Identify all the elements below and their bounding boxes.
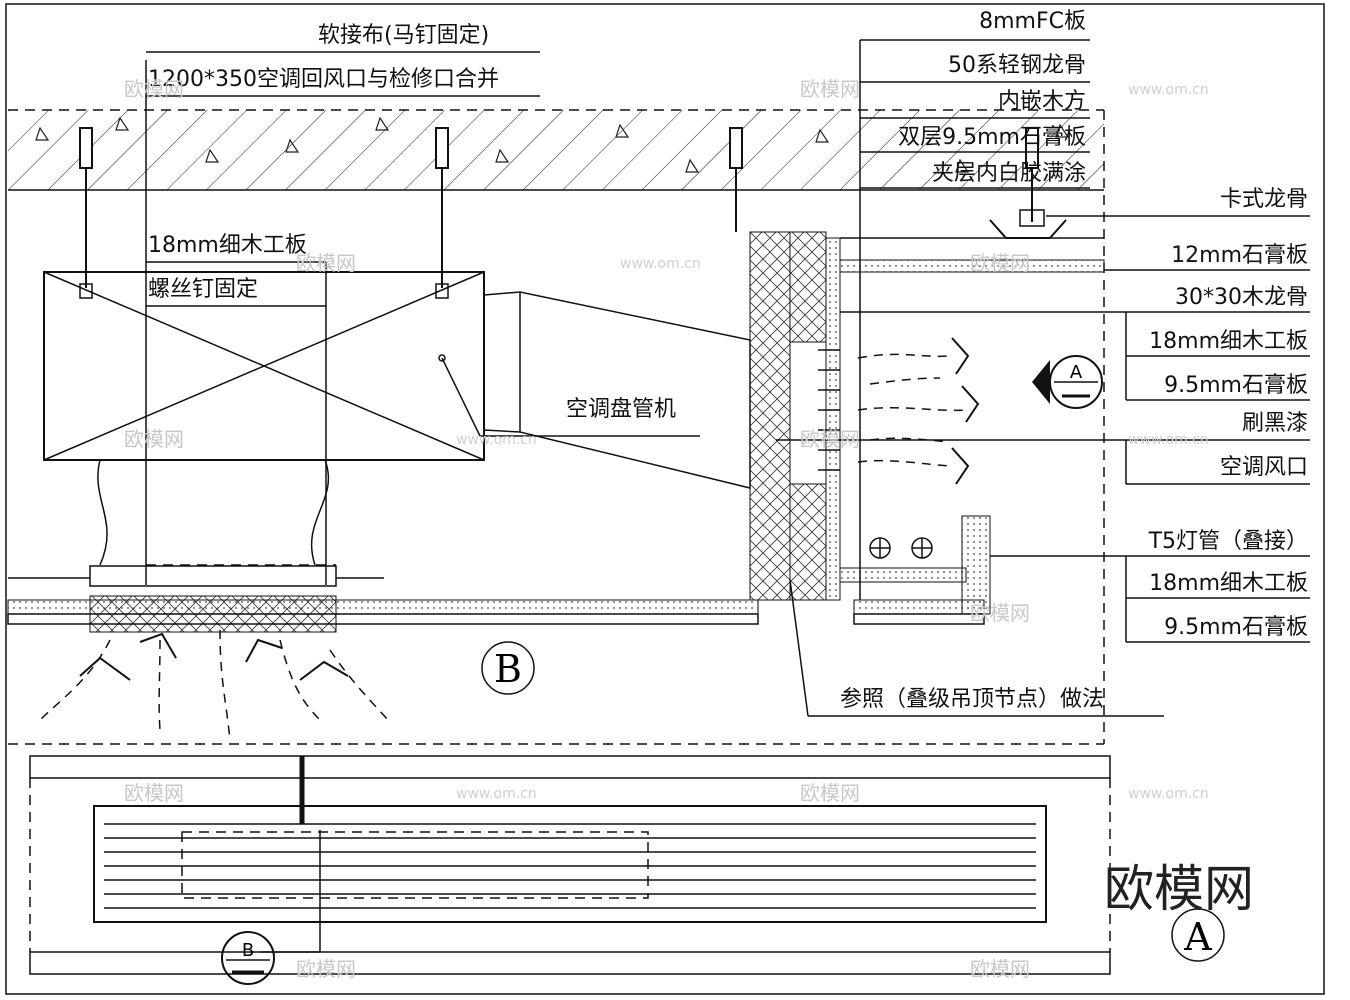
label-gypsum-9mm-1: 9.5mm石膏板 [1164, 373, 1308, 398]
section-letter-b-large: B [494, 647, 522, 691]
watermark-logo-10: 欧模网 [296, 957, 356, 981]
label-gypsum-9mm-2: 9.5mm石膏板 [1164, 615, 1308, 640]
watermark-logo-11: 欧模网 [970, 957, 1030, 981]
watermark-url-6: www.om.cn [1128, 786, 1209, 802]
label-screw-fixed: 螺丝钉固定 [148, 277, 258, 302]
grille-plan-view [29, 755, 1111, 975]
label-double-gypsum: 双层9.5mm石膏板 [898, 125, 1086, 150]
leader-lines [146, 39, 1310, 717]
light-trough [839, 515, 991, 615]
label-supply-vent: 空调风口 [1220, 455, 1308, 480]
label-fan-coil: 空调盘管机 [566, 397, 676, 422]
section-marker-b-large-circle [481, 641, 535, 695]
section-letter-a-large: A [1183, 915, 1212, 959]
airflow-arrows [39, 353, 971, 741]
watermark-logo-9: 欧模网 [800, 781, 860, 805]
watermark-big-logo: 欧模网 [1104, 860, 1254, 918]
label-cassette-keel: 卡式龙骨 [1220, 187, 1308, 212]
watermark-logo-8: 欧模网 [124, 781, 184, 805]
label-t5-lamp: T5灯管（叠接） [1148, 529, 1308, 554]
watermark-url-5: www.om.cn [456, 786, 537, 802]
watermark-logo-2: 欧模网 [800, 77, 860, 101]
concrete-slab [8, 109, 1104, 191]
supply-air-wall [749, 209, 1105, 601]
watermark-logo-7: 欧模网 [970, 601, 1030, 625]
label-return-air-vent: 1200*350空调回风口与检修口合并 [148, 67, 499, 92]
label-white-glue: 夹层内白胶满涂 [932, 161, 1086, 186]
label-fc-board: 8mmFC板 [979, 9, 1086, 34]
watermark-logo-4: 欧模网 [970, 251, 1030, 275]
label-black-paint: 刷黑漆 [1242, 411, 1308, 436]
watermark-logo-3: 欧模网 [296, 251, 356, 275]
section-marker-a-large-circle [1171, 908, 1225, 962]
left-labels: 软接布(马钉固定) 1200*350空调回风口与检修口合并 18mm细木工板 螺… [148, 23, 676, 422]
label-embedded-wood: 内嵌木方 [998, 89, 1086, 114]
watermark-logo-5: 欧模网 [124, 427, 184, 451]
section-letter-b-small: B [242, 940, 254, 961]
watermark-logo-1: 欧模网 [124, 77, 184, 101]
section-marker-b-small [221, 931, 275, 985]
fan-coil-unit [43, 271, 751, 489]
label-wood-keel: 30*30木龙骨 [1175, 285, 1308, 310]
watermark-logo-6: 欧模网 [800, 427, 860, 451]
right-labels: 卡式龙骨 12mm石膏板 30*30木龙骨 18mm细木工板 9.5mm石膏板 … [1148, 187, 1308, 640]
label-soft-connector: 软接布(马钉固定) [318, 23, 489, 48]
watermark-url-3: www.om.cn [456, 432, 537, 448]
watermark-url-1: www.om.cn [1128, 82, 1209, 98]
watermark-url-2: www.om.cn [620, 256, 701, 272]
watermark-url-4: www.om.cn [1128, 432, 1209, 448]
airflow-chevrons [79, 337, 980, 681]
label-blockboard-right-1: 18mm细木工板 [1149, 329, 1308, 354]
label-blockboard-right-2: 18mm细木工板 [1149, 571, 1308, 596]
label-gypsum-12mm: 12mm石膏板 [1171, 243, 1308, 268]
top-right-labels: 8mmFC板 50系轻钢龙骨 内嵌木方 双层9.5mm石膏板 夹层内白胶满涂 [898, 9, 1086, 186]
section-marker-a-small [1032, 355, 1103, 409]
drawing-frame [5, 3, 1325, 995]
ceiling-board [7, 577, 985, 625]
label-blockboard-left: 18mm细木工板 [148, 233, 307, 258]
label-light-steel-keel: 50系轻钢龙骨 [948, 53, 1086, 78]
section-letter-a-small: A [1070, 362, 1083, 383]
label-reference-note: 参照（叠级吊顶节点）做法 [840, 687, 1104, 712]
hanger-rods [79, 127, 1039, 288]
watermarks: 欧模网 欧模网 www.om.cn 欧模网 欧模网 www.om.cn 欧模网 … [124, 77, 1254, 981]
